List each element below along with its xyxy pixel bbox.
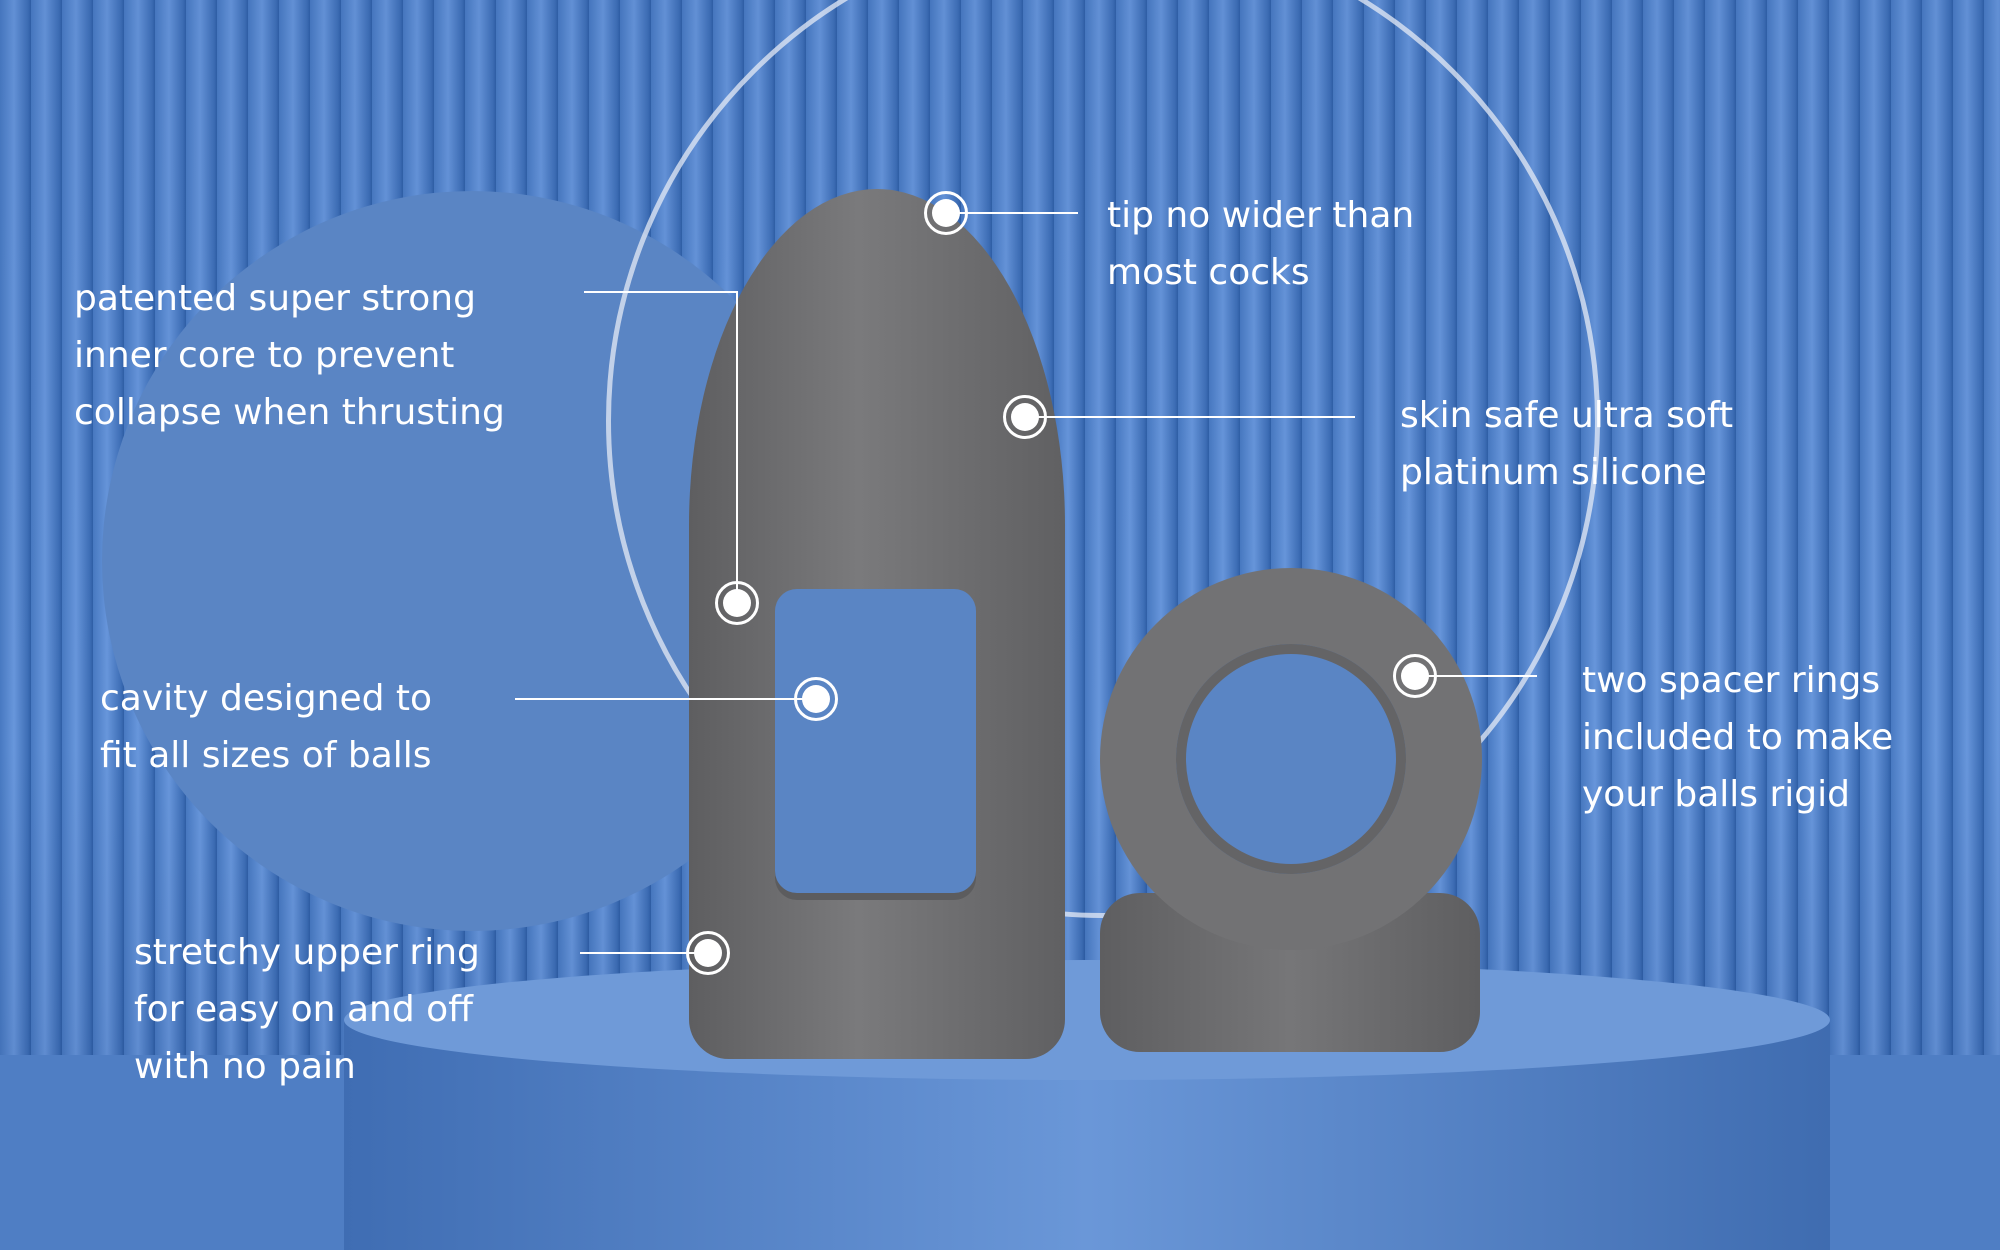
connector-cavity bbox=[515, 698, 816, 700]
connector-tip bbox=[946, 212, 1078, 214]
callout-tip: tip no wider than most cocks bbox=[1107, 187, 1414, 301]
connector-core-h bbox=[584, 291, 737, 293]
callout-line: tip no wider than bbox=[1107, 195, 1415, 236]
hotspot-cavity bbox=[794, 677, 838, 721]
callout-silicone: skin safe ultra soft platinum silicone bbox=[1400, 387, 1733, 501]
callout-rings: two spacer rings included to make your b… bbox=[1582, 652, 1893, 823]
callout-cavity: cavity designed to fit all sizes of ball… bbox=[100, 670, 432, 784]
sleeve-cavity bbox=[775, 589, 976, 893]
hotspot-rings bbox=[1393, 654, 1437, 698]
callout-line: platinum silicone bbox=[1400, 452, 1707, 493]
callout-line: two spacer rings bbox=[1582, 660, 1881, 701]
pedestal bbox=[344, 960, 1830, 1250]
callout-line: inner core to prevent bbox=[74, 335, 455, 376]
connector-silicone bbox=[1025, 416, 1355, 418]
callout-line: most cocks bbox=[1107, 252, 1310, 293]
connector-core-v bbox=[736, 291, 738, 603]
callout-upper-ring: stretchy upper ring for easy on and off … bbox=[134, 924, 480, 1095]
spacer-ring-hole bbox=[1176, 644, 1406, 874]
callout-line: for easy on and off bbox=[134, 989, 473, 1030]
callout-line: fit all sizes of balls bbox=[100, 735, 432, 776]
callout-line: with no pain bbox=[134, 1046, 356, 1087]
hotspot-upper-ring bbox=[686, 931, 730, 975]
callout-line: cavity designed to bbox=[100, 678, 433, 719]
pedestal-top bbox=[344, 960, 1830, 1080]
connector-rings bbox=[1415, 675, 1537, 677]
callout-line: skin safe ultra soft bbox=[1400, 395, 1734, 436]
callout-line: patented super strong bbox=[74, 278, 476, 319]
callout-core: patented super strong inner core to prev… bbox=[74, 270, 505, 441]
callout-line: included to make bbox=[1582, 717, 1894, 758]
hotspot-tip bbox=[924, 191, 968, 235]
callout-line: stretchy upper ring bbox=[134, 932, 480, 973]
hotspot-silicone bbox=[1003, 395, 1047, 439]
hotspot-core bbox=[715, 581, 759, 625]
callout-line: your balls rigid bbox=[1582, 774, 1851, 815]
connector-upper-ring bbox=[580, 952, 708, 954]
callout-line: collapse when thrusting bbox=[74, 392, 505, 433]
